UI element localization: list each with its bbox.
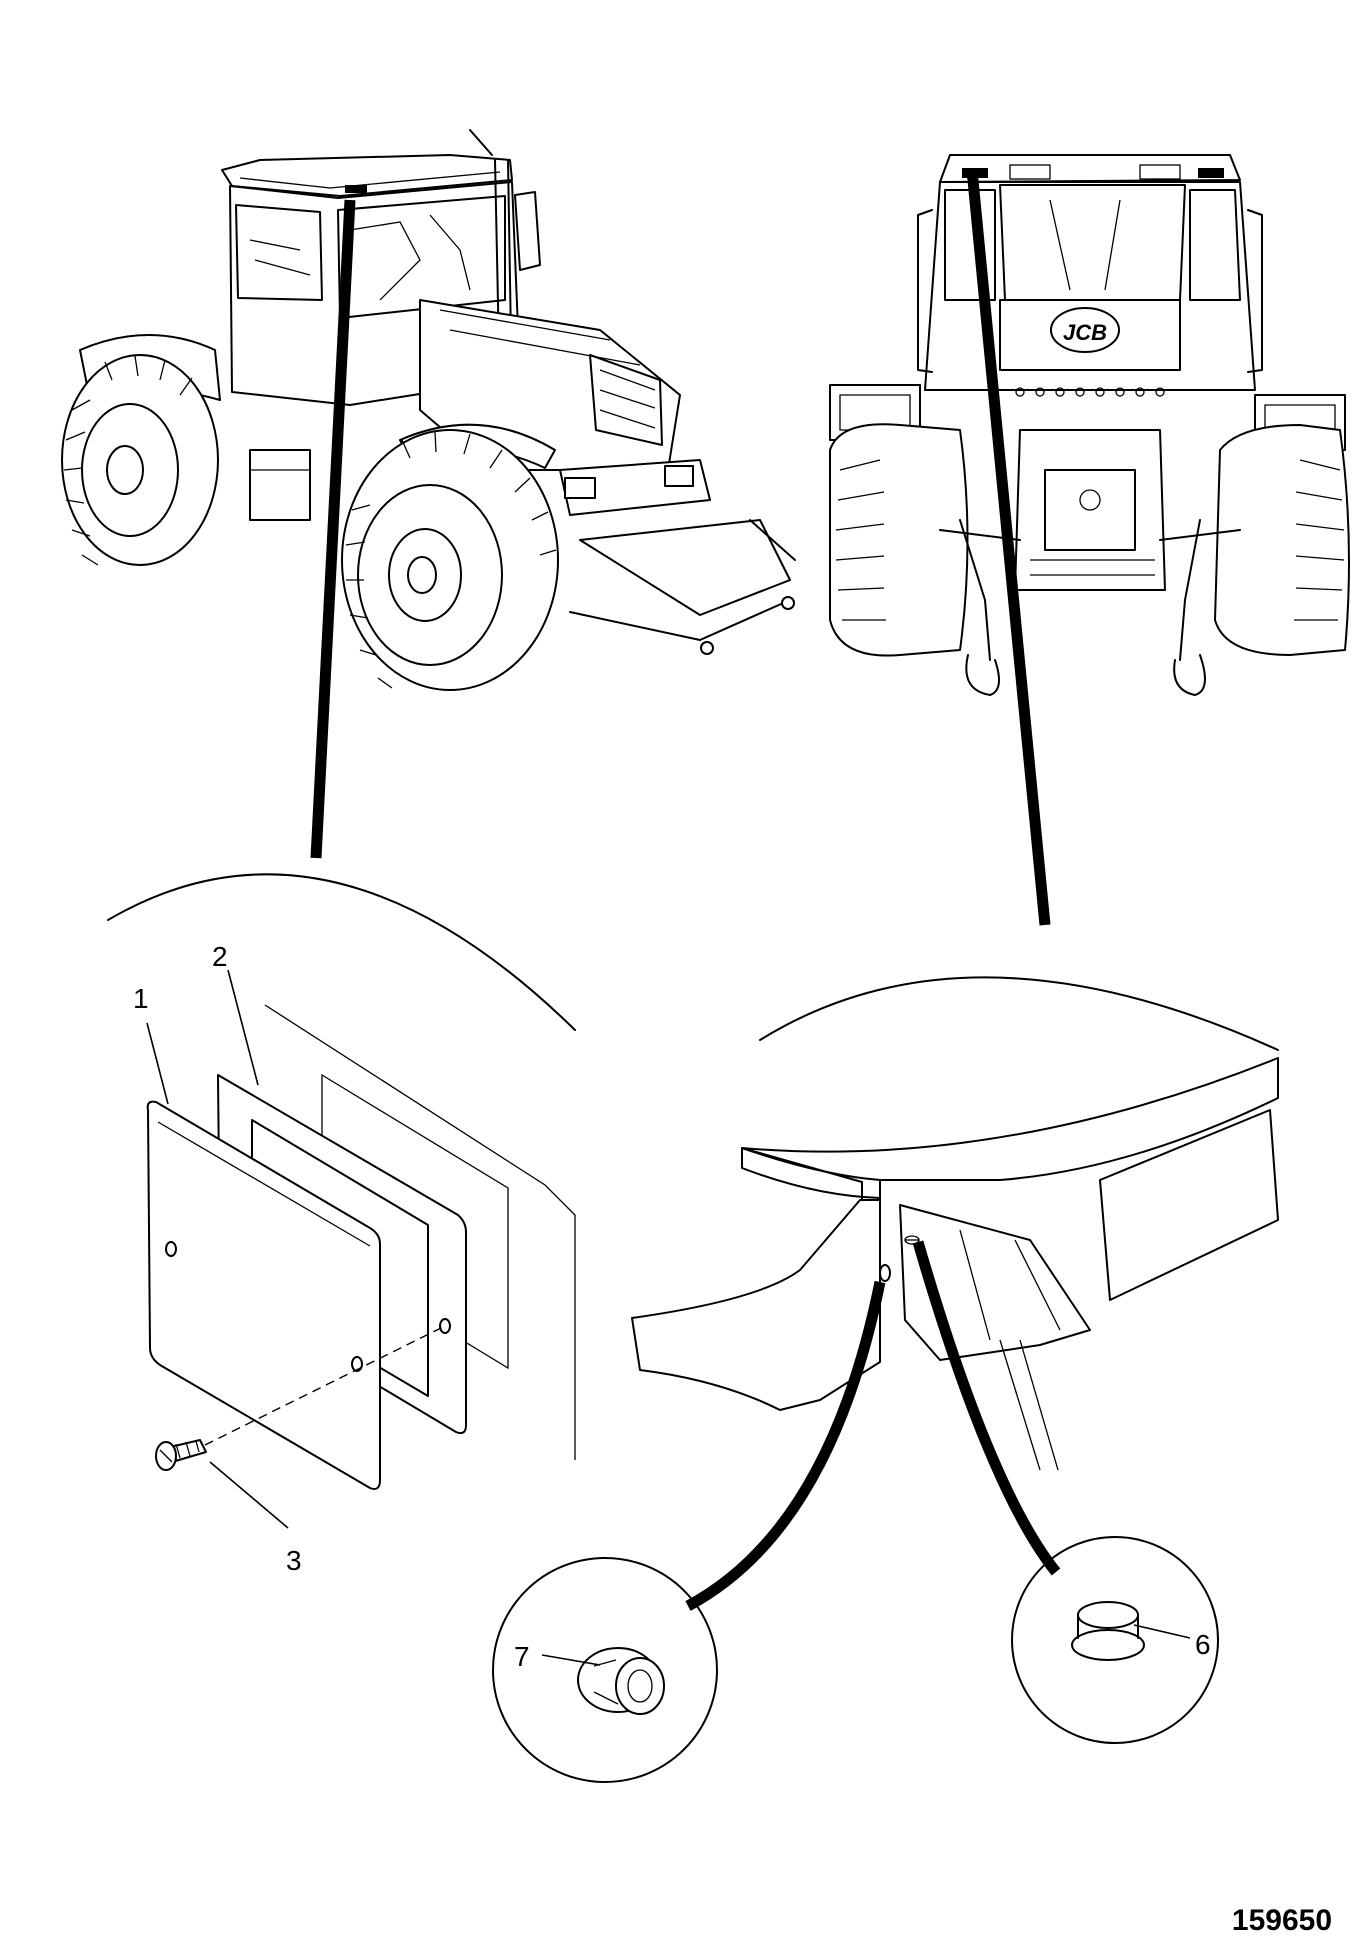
control-knobs	[1015, 387, 1165, 397]
callout-1: 1	[133, 983, 149, 1014]
tractor-rear-view: JCB	[829, 154, 1350, 696]
detail-bubble-6	[1011, 1536, 1219, 1744]
tractor-front-view	[61, 129, 796, 691]
callout-3: 3	[286, 1545, 302, 1576]
detail-panel-right	[631, 976, 1279, 1471]
callout-leaders	[146, 969, 1191, 1666]
logo-badge: JCB	[1063, 320, 1107, 345]
screw-part	[155, 1439, 207, 1471]
callout-7: 7	[514, 1641, 530, 1672]
callout-2: 2	[212, 941, 228, 972]
callout-6: 6	[1195, 1629, 1211, 1660]
detail-panel-left	[107, 873, 576, 1490]
locator-bands	[310, 169, 1061, 1611]
drawing-number: 159650	[1232, 1904, 1332, 1937]
detail-bubble-7	[492, 1557, 718, 1783]
